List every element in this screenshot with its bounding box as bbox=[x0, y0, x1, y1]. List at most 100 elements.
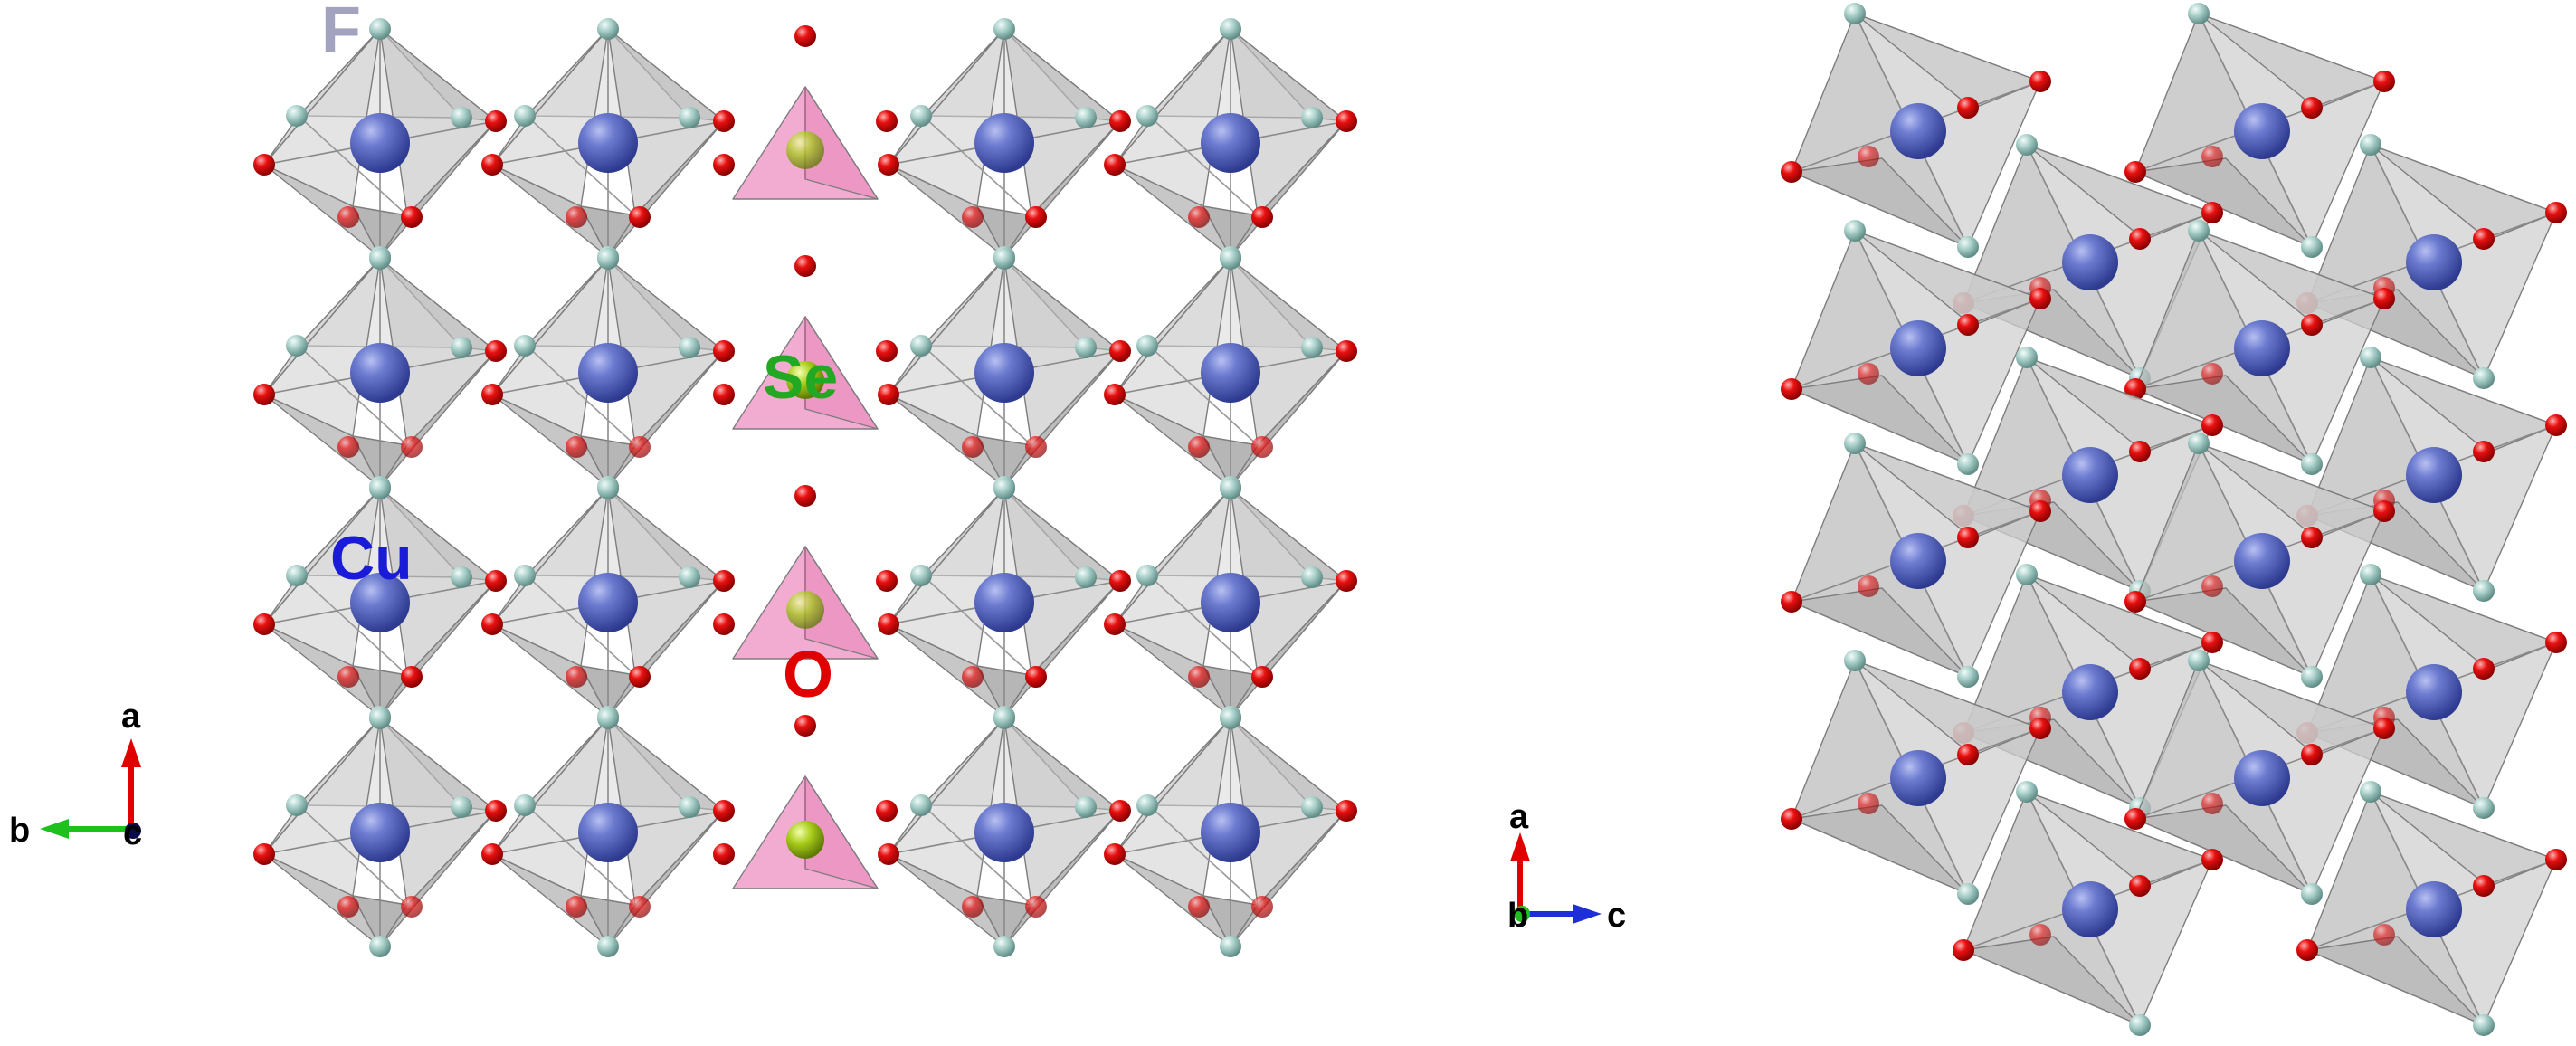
o-atom bbox=[566, 436, 587, 458]
o-atom bbox=[2201, 363, 2223, 385]
f-atom bbox=[2129, 1014, 2151, 1036]
cu-atom bbox=[974, 573, 1034, 632]
o-atom bbox=[2473, 875, 2495, 897]
octa-edge bbox=[1148, 345, 1259, 446]
octa-edge bbox=[526, 804, 636, 906]
octa-face bbox=[2198, 660, 2385, 756]
cu-atom bbox=[1201, 573, 1260, 632]
f-atom bbox=[597, 936, 619, 957]
o-atom bbox=[2545, 202, 2567, 223]
o-atom bbox=[566, 206, 587, 228]
o-atom bbox=[1957, 744, 1979, 765]
o-atom bbox=[337, 436, 359, 458]
axis-a-arrowhead bbox=[121, 738, 141, 767]
cu-atom bbox=[974, 803, 1034, 862]
f-atom bbox=[910, 105, 932, 127]
f-atom bbox=[1957, 666, 1979, 688]
o-atom bbox=[1957, 527, 1979, 548]
octa-face bbox=[2370, 144, 2557, 241]
axis-c-label: c bbox=[1607, 897, 1626, 935]
f-atom bbox=[286, 105, 308, 127]
f-atom bbox=[993, 18, 1015, 40]
octa-face bbox=[2026, 357, 2213, 453]
f-atom bbox=[679, 337, 700, 358]
cu-octahedron bbox=[1791, 230, 2041, 465]
se-tetrahedron bbox=[732, 25, 879, 200]
cu-atom bbox=[1201, 343, 1260, 403]
axis-c-arrowhead bbox=[1573, 904, 1602, 924]
o-atom bbox=[2373, 924, 2395, 946]
f-atom bbox=[514, 335, 536, 357]
o-atom bbox=[1188, 896, 1210, 918]
f-atom bbox=[2473, 367, 2495, 389]
o-atom bbox=[1781, 591, 1802, 613]
o-atom bbox=[485, 800, 507, 822]
o-atom bbox=[2129, 875, 2151, 897]
o-atom bbox=[629, 896, 651, 918]
cu-atom bbox=[2062, 664, 2118, 720]
f-atom bbox=[369, 708, 391, 729]
octa-face bbox=[2370, 574, 2557, 670]
cu-octahedron bbox=[1791, 13, 2041, 248]
o-atom bbox=[962, 666, 984, 688]
o-atom bbox=[1109, 110, 1131, 132]
cu-atom bbox=[2406, 881, 2462, 937]
f-atom bbox=[993, 936, 1015, 957]
f-atom bbox=[2473, 1014, 2495, 1036]
axis-c-label: c bbox=[123, 814, 142, 852]
f-atom bbox=[1844, 433, 1866, 454]
octa-face bbox=[888, 258, 1005, 437]
o-atom bbox=[713, 800, 735, 822]
cu-atom bbox=[1890, 320, 1946, 376]
octa-face bbox=[2198, 13, 2385, 109]
o-atom bbox=[2545, 632, 2567, 653]
o-atom bbox=[629, 206, 651, 228]
octa-face bbox=[491, 258, 609, 437]
cu-octahedron bbox=[1114, 28, 1347, 258]
se-atom bbox=[786, 591, 824, 629]
o-atom bbox=[1858, 793, 1879, 814]
o-atom bbox=[1953, 939, 1974, 961]
f-atom bbox=[286, 565, 308, 586]
f-atom bbox=[286, 335, 308, 357]
cu-octahedron bbox=[2134, 230, 2385, 465]
o-atom bbox=[1781, 808, 1802, 830]
f-atom bbox=[451, 566, 472, 588]
o-atom bbox=[1858, 575, 1879, 597]
o-atom bbox=[1957, 314, 1979, 336]
octa-face bbox=[1854, 13, 2041, 109]
f-atom bbox=[369, 478, 391, 499]
cu-atom bbox=[2406, 664, 2462, 720]
cu-atom bbox=[974, 113, 1034, 173]
o-atom bbox=[481, 613, 503, 635]
cu-octahedron bbox=[2134, 13, 2385, 248]
octa-edge bbox=[922, 345, 1032, 446]
o-atom bbox=[2129, 228, 2151, 250]
o-atom bbox=[2301, 97, 2323, 119]
octa-face bbox=[2026, 791, 2213, 888]
octa-face bbox=[1854, 230, 2041, 327]
f-atom bbox=[910, 565, 932, 586]
octa-face bbox=[263, 258, 381, 437]
o-atom bbox=[794, 25, 816, 47]
o-atom bbox=[401, 896, 423, 918]
f-atom bbox=[1075, 796, 1097, 818]
octa-face bbox=[491, 28, 609, 207]
o-atom bbox=[713, 613, 735, 635]
o-atom bbox=[401, 206, 423, 228]
o-atom bbox=[337, 896, 359, 918]
cu-octahedron bbox=[888, 258, 1121, 488]
octa-face bbox=[888, 718, 1005, 897]
octa-face bbox=[2026, 144, 2213, 241]
octa-face bbox=[1791, 804, 1969, 895]
f-atom bbox=[1136, 565, 1158, 586]
octa-edge bbox=[922, 575, 1032, 676]
f-atom bbox=[369, 18, 391, 40]
o-atom bbox=[2301, 744, 2323, 765]
octa-edge bbox=[1148, 804, 1259, 906]
f-atom bbox=[597, 708, 619, 729]
o-atom bbox=[1957, 97, 1979, 119]
o-atom bbox=[481, 843, 503, 865]
o-atom bbox=[2201, 632, 2223, 653]
cu-atom bbox=[578, 113, 638, 173]
